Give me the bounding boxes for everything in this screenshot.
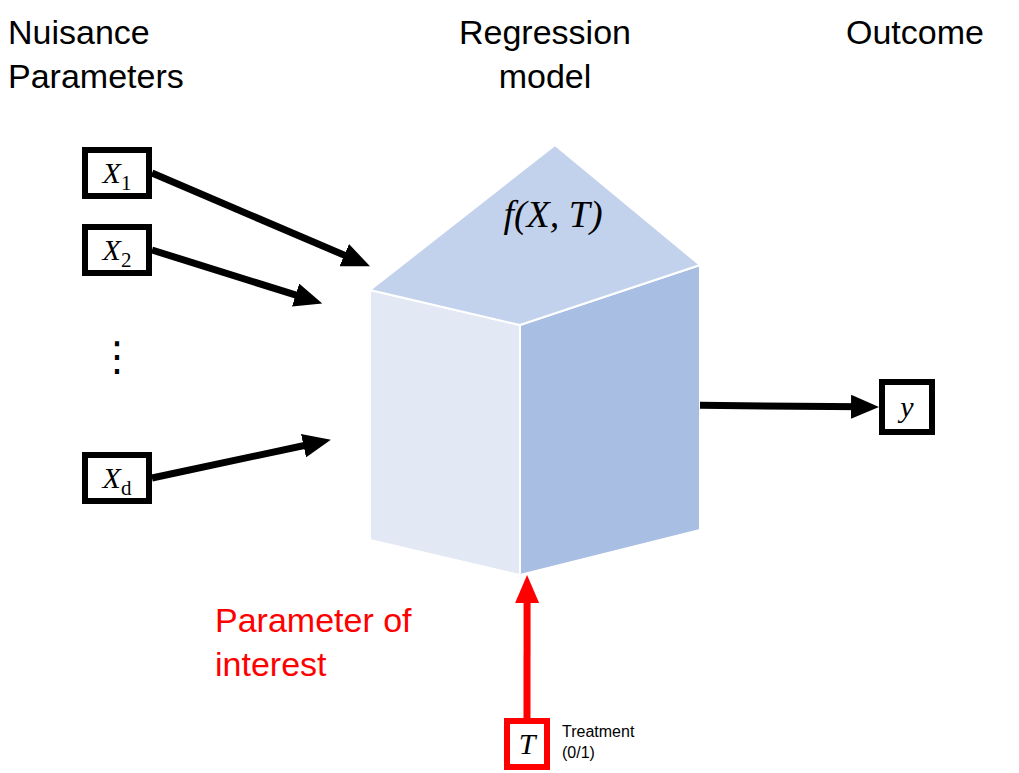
column-header: Nuisance Parameters (8, 10, 248, 98)
treatment-arrow (524, 589, 531, 718)
input-arrow (152, 250, 309, 299)
column-header: Outcome (820, 10, 1010, 54)
function-label: f(X, T) (503, 192, 602, 238)
variable-label: Xd (103, 460, 132, 496)
variable-box: X1 (82, 147, 152, 199)
annotation-label: Treatment (0/1) (562, 722, 657, 764)
input-arrow (700, 405, 865, 407)
variable-label: X1 (103, 155, 132, 191)
cube-left-face (370, 290, 520, 575)
input-arrow (152, 443, 317, 478)
variable-label: X2 (103, 232, 132, 268)
cube-top-face (370, 145, 700, 325)
variable-box: Xd (82, 452, 152, 504)
outcome-box: y (879, 379, 935, 435)
variable-label: T (519, 726, 536, 762)
ellipsis-mark: ⋮ (92, 330, 142, 382)
column-header: Regression model (430, 10, 660, 98)
regression-cube: f(X, T) (370, 140, 700, 575)
variable-label: y (900, 389, 913, 425)
treatment-box: T (504, 718, 550, 770)
annotation-label: Parameter of interest (215, 598, 505, 686)
input-arrow (152, 173, 357, 261)
variable-box: X2 (82, 224, 152, 276)
